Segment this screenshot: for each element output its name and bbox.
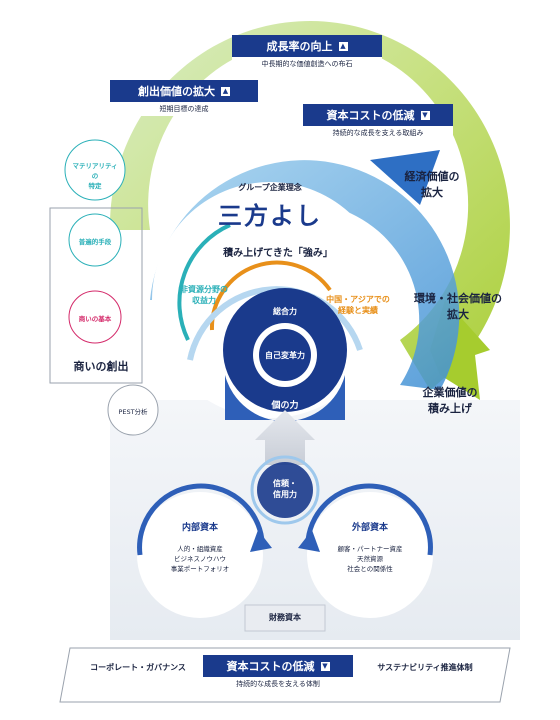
trust-ring bbox=[250, 455, 320, 525]
created-value-title: 創出価値の拡大 bbox=[138, 85, 215, 98]
internal-capital: 内部資本 人的・組織資産 ビジネスノウハウ 事業ポートフォリオ bbox=[150, 520, 250, 573]
philosophy-title: 三方よし bbox=[218, 202, 322, 230]
down-arrow-icon: ▼ bbox=[420, 110, 430, 120]
financial-label: 財務資本 bbox=[269, 613, 301, 622]
external-capital: 外部資本 顧客・パートナー資産 天然資源 社会との関係性 bbox=[320, 520, 420, 573]
teal-arc bbox=[177, 223, 231, 341]
financial-box bbox=[244, 604, 326, 632]
bottom-capital-cost-sub: 持続的な成長を支える体制 bbox=[203, 677, 353, 691]
individual-segment bbox=[225, 375, 345, 422]
growth-box: 成長率の向上 ▲ 中長期的な価値創造への布石 bbox=[232, 35, 382, 71]
corporate-value-label: 企業価値の 積み上げ bbox=[422, 386, 478, 415]
inner-ring-arrowhead bbox=[370, 150, 440, 205]
pest-label: PEST分析 bbox=[118, 408, 148, 416]
universal-circle bbox=[68, 213, 122, 267]
bottom-capital-cost-title: 資本コストの低減 bbox=[226, 660, 315, 673]
pest-circle bbox=[107, 384, 159, 436]
sustainability-label: サステナビリティ推進体制 bbox=[377, 663, 473, 672]
internal-item: 人的・組織資産 bbox=[177, 545, 223, 553]
non-resource-label: 非資源分野の 収益力 bbox=[180, 285, 228, 305]
internal-capital-circle bbox=[137, 492, 263, 618]
bottom-capital-cost-title-bar: 資本コストの低減 ▼ bbox=[203, 655, 353, 677]
philosophy-caption: グループ企業理念 bbox=[238, 183, 302, 192]
internal-item: ビジネスノウハウ bbox=[174, 555, 226, 563]
capital-cost-title-bar: 資本コストの低減 ▼ bbox=[303, 104, 453, 126]
trust-circle bbox=[257, 462, 313, 518]
external-arc-head bbox=[298, 530, 320, 552]
external-item: 社会との関係性 bbox=[347, 565, 393, 573]
materiality-label: マテリアリティの 特定 bbox=[72, 162, 118, 190]
trust-label: 信頼・ 信用力 bbox=[273, 479, 297, 499]
growth-sub: 中長期的な価値創造への布石 bbox=[232, 57, 382, 71]
self-reform-core bbox=[259, 329, 311, 381]
business-creation-label: 商いの創出 bbox=[73, 360, 129, 373]
growth-title-bar: 成長率の向上 ▲ bbox=[232, 35, 382, 57]
strengths-title: 積み上げてきた「強み」 bbox=[223, 248, 333, 259]
internal-arc-head bbox=[250, 530, 272, 552]
created-value-sub: 短期目標の達成 bbox=[110, 102, 258, 116]
business-basic-label: 商いの基本 bbox=[78, 315, 112, 323]
up-arrow-icon: ▲ bbox=[338, 41, 348, 51]
bottom-capital-cost-box: 資本コストの低減 ▼ 持続的な成長を支える体制 bbox=[203, 655, 353, 691]
external-capital-circle bbox=[307, 492, 433, 618]
self-reform-label: 自己変革力 bbox=[265, 351, 305, 360]
internal-arc bbox=[137, 483, 265, 556]
left-panel bbox=[49, 207, 143, 384]
capital-cost-title: 資本コストの低減 bbox=[326, 109, 415, 122]
external-item: 顧客・パートナー資産 bbox=[337, 545, 403, 553]
created-value-box: 創出価値の拡大 ▲ 短期目標の達成 bbox=[110, 80, 258, 116]
individual-label: 個の力 bbox=[271, 401, 299, 411]
materiality-circle bbox=[64, 139, 126, 201]
down-arrow-icon: ▼ bbox=[320, 661, 330, 671]
universal-label: 普遍的手段 bbox=[78, 238, 112, 246]
orange-arc bbox=[209, 260, 332, 331]
comprehensive-label: 総合力 bbox=[273, 307, 297, 316]
capital-cost-sub: 持続的な成長を支える取組み bbox=[303, 126, 453, 140]
upward-arrow bbox=[255, 410, 315, 465]
up-arrow-icon: ▲ bbox=[221, 86, 230, 96]
basic-circle bbox=[68, 290, 122, 344]
core-outer-ring bbox=[187, 286, 363, 361]
environmental-value-label: 環境・社会価値の 拡大 bbox=[414, 292, 502, 321]
capital-cost-box: 資本コストの低減 ▼ 持続的な成長を支える取組み bbox=[303, 104, 453, 140]
external-arc bbox=[305, 483, 433, 556]
internal-item: 事業ポートフォリオ bbox=[170, 565, 230, 573]
governance-label: コーポレート・ガバナンス bbox=[90, 663, 186, 672]
economic-value-label: 経済価値の 拡大 bbox=[404, 170, 460, 199]
china-asia-label: 中国・アジアでの 経験と実績 bbox=[326, 295, 390, 315]
created-value-title-bar: 創出価値の拡大 ▲ bbox=[110, 80, 258, 102]
growth-title: 成長率の向上 bbox=[266, 40, 333, 53]
external-title: 外部資本 bbox=[351, 523, 388, 533]
internal-title: 内部資本 bbox=[181, 523, 218, 533]
external-item: 天然資源 bbox=[357, 555, 383, 563]
